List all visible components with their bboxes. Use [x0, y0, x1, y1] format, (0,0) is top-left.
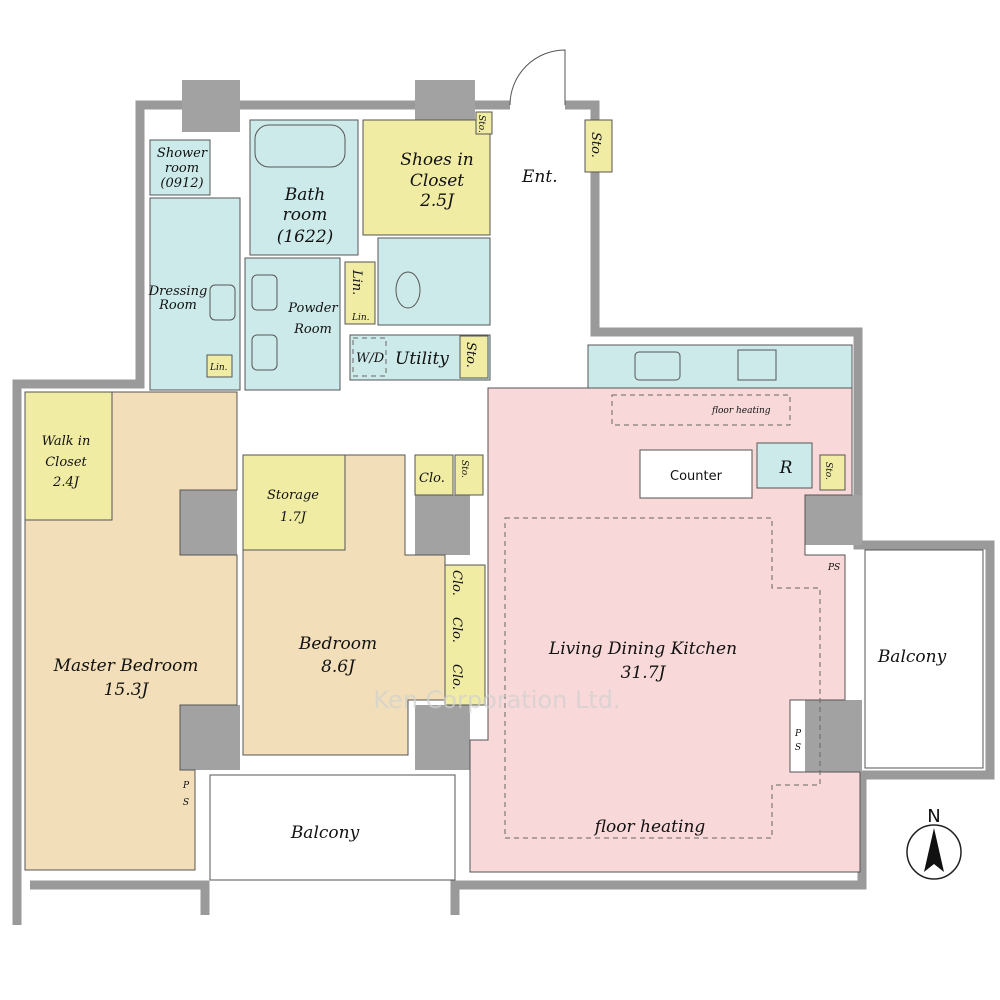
exterior-wall	[12, 100, 995, 925]
kitchen-storage[interactable]	[819, 454, 846, 491]
closet-label: Clo.	[449, 617, 464, 643]
linen-closet-dressing[interactable]	[206, 354, 233, 378]
linen-closet[interactable]	[344, 261, 376, 325]
kitchen-counter	[587, 344, 853, 389]
counter	[639, 449, 753, 499]
walk-in-closet	[24, 391, 113, 521]
entrance-door[interactable]	[509, 49, 566, 106]
floor-heating-area	[504, 517, 821, 839]
bedroom	[242, 454, 446, 756]
living-dining-kitchen	[469, 387, 861, 873]
counter-label: Counter	[670, 469, 723, 484]
column	[805, 700, 862, 772]
linen-small-label: Lin.	[351, 313, 370, 323]
refrigerator-space	[756, 442, 813, 489]
shoes-in-closet	[362, 119, 491, 236]
floor-heating-label: floor heating	[593, 817, 706, 837]
toilet-icon	[395, 271, 421, 309]
kitchen-storage-label: Sto.	[823, 462, 833, 480]
hall-storage-label: Sto.	[459, 460, 469, 478]
sink-icon	[209, 284, 236, 321]
linen-label: Lin.	[349, 269, 364, 295]
north-arrow-icon: N	[906, 806, 962, 880]
sink-icon	[251, 334, 278, 371]
watermark: Ken Corporation Ltd.	[373, 686, 620, 714]
entrance-storage-label: Sto.	[588, 132, 603, 158]
column	[180, 705, 240, 770]
floor-heating-area-small	[611, 394, 791, 426]
hall-closet-label: Clo.	[419, 471, 445, 486]
linen-dressing-label: Lin.	[209, 363, 228, 373]
utility-storage[interactable]	[459, 335, 489, 379]
compass-label: N	[927, 806, 940, 827]
kitchen-sink-icon	[634, 351, 681, 381]
column	[805, 495, 862, 545]
hall-closet[interactable]	[414, 454, 454, 496]
entrance-storage[interactable]	[584, 119, 613, 173]
balcony-right	[864, 549, 984, 769]
bath-room	[249, 119, 359, 256]
entrance-small-storage[interactable]	[475, 111, 493, 135]
utility-label: Utility	[395, 349, 449, 369]
column	[182, 80, 240, 132]
master-bedroom	[24, 391, 238, 871]
bedroom-closets[interactable]	[444, 564, 486, 706]
entrance-small-storage-label: Sto.	[476, 115, 486, 133]
balcony-right-label: Balcony	[877, 647, 947, 667]
refrigerator-label: R	[779, 458, 793, 478]
floor-heating-small-label: floor heating	[711, 406, 771, 416]
entrance-label: Ent.	[521, 167, 558, 187]
balcony-bottom	[209, 774, 456, 881]
balcony-bottom-label: Balcony	[290, 823, 360, 843]
hall-storage[interactable]	[454, 454, 484, 496]
shower-room	[149, 139, 211, 196]
storage-room	[242, 454, 346, 551]
closet-label: Clo.	[449, 570, 464, 596]
wd-label: W/D	[356, 351, 385, 366]
pipe-space-right-label: PS	[827, 563, 840, 573]
bathtub-icon	[254, 124, 346, 168]
column	[415, 705, 470, 770]
stove-icon	[737, 349, 777, 381]
toilet-room	[377, 237, 491, 326]
closet-label: Clo.	[449, 664, 464, 690]
powder-room	[244, 257, 341, 391]
utility-storage-label: Sto.	[463, 342, 478, 368]
sink-icon	[251, 274, 278, 311]
column	[180, 490, 237, 555]
column	[415, 495, 470, 555]
